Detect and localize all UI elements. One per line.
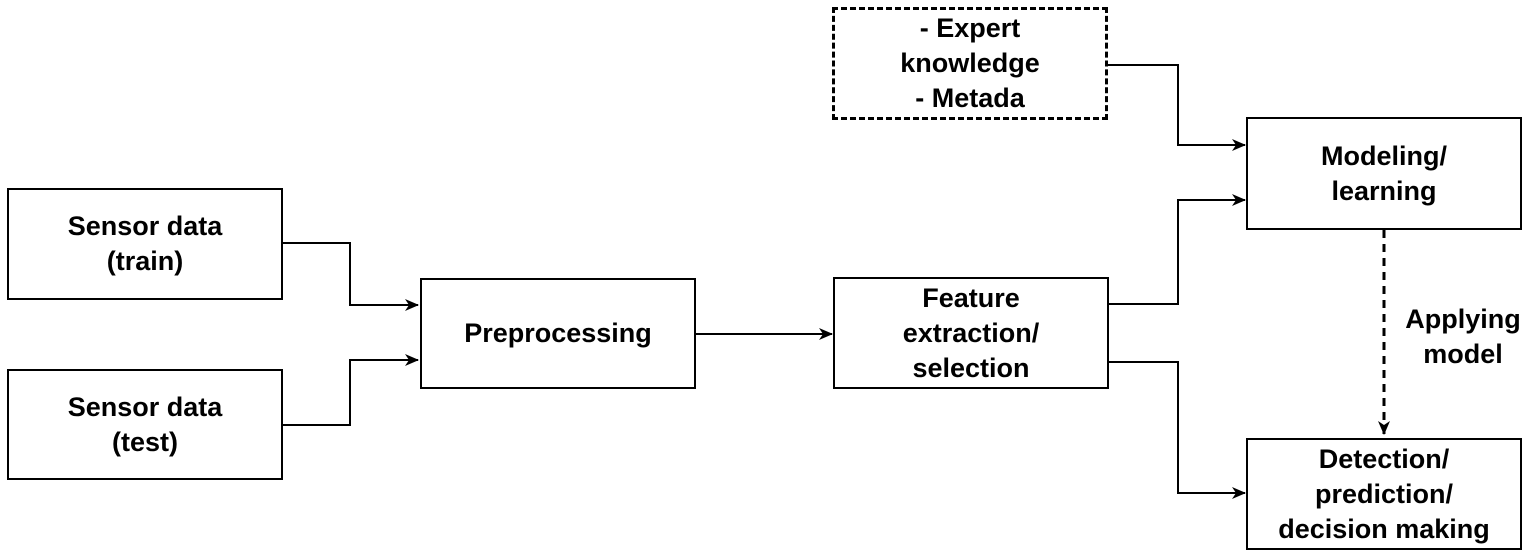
feature-line-3: selection [912,352,1030,383]
feature-line-2: extraction/ [902,317,1040,348]
preprocessing-line-1: Preprocessing [464,318,652,348]
sensor-data-test-line-1: Sensor data [67,391,223,422]
edge-sensor-test-to-preprocessing [283,354,419,426]
detection-prediction-box: Detection/ prediction/ decision making [1246,438,1522,550]
edge-sensor-train-to-preprocessing [283,242,419,311]
applying-model-line-2: model [1423,339,1503,369]
expert-line-1: - Expert [919,13,1021,43]
detection-line-2: prediction/ [1314,478,1453,509]
sensor-data-train-box: Sensor data (train) [7,188,283,300]
applying-model-label: Applying model [1394,302,1532,372]
sensor-data-train-line-1: Sensor data [67,211,223,241]
applying-model-line-1: Applying [1405,304,1521,334]
edge-expert-to-modeling [1108,64,1246,151]
expert-line-3: - Metada [915,83,1025,113]
expert-line-2: knowledge [900,48,1040,78]
modeling-line-2: learning [1331,175,1437,206]
modeling-line-1: Modeling/ [1321,140,1447,171]
preprocessing-box: Preprocessing [420,278,696,389]
sensor-data-train-line-2: (train) [106,246,184,276]
feature-extraction-box: Feature extraction/ selection [833,277,1109,389]
modeling-learning-box: Modeling/ learning [1246,117,1522,230]
edge-feature-to-detection [1109,361,1246,499]
feature-line-1: Feature [922,282,1020,313]
edge-feature-to-modeling [1109,194,1246,305]
sensor-data-test-line-2: (test) [112,426,178,457]
detection-line-3: decision making [1278,513,1490,544]
detection-line-1: Detection/ [1318,443,1450,474]
sensor-data-test-box: Sensor data (test) [7,369,283,480]
expert-knowledge-box: - Expert knowledge - Metada [832,7,1108,120]
